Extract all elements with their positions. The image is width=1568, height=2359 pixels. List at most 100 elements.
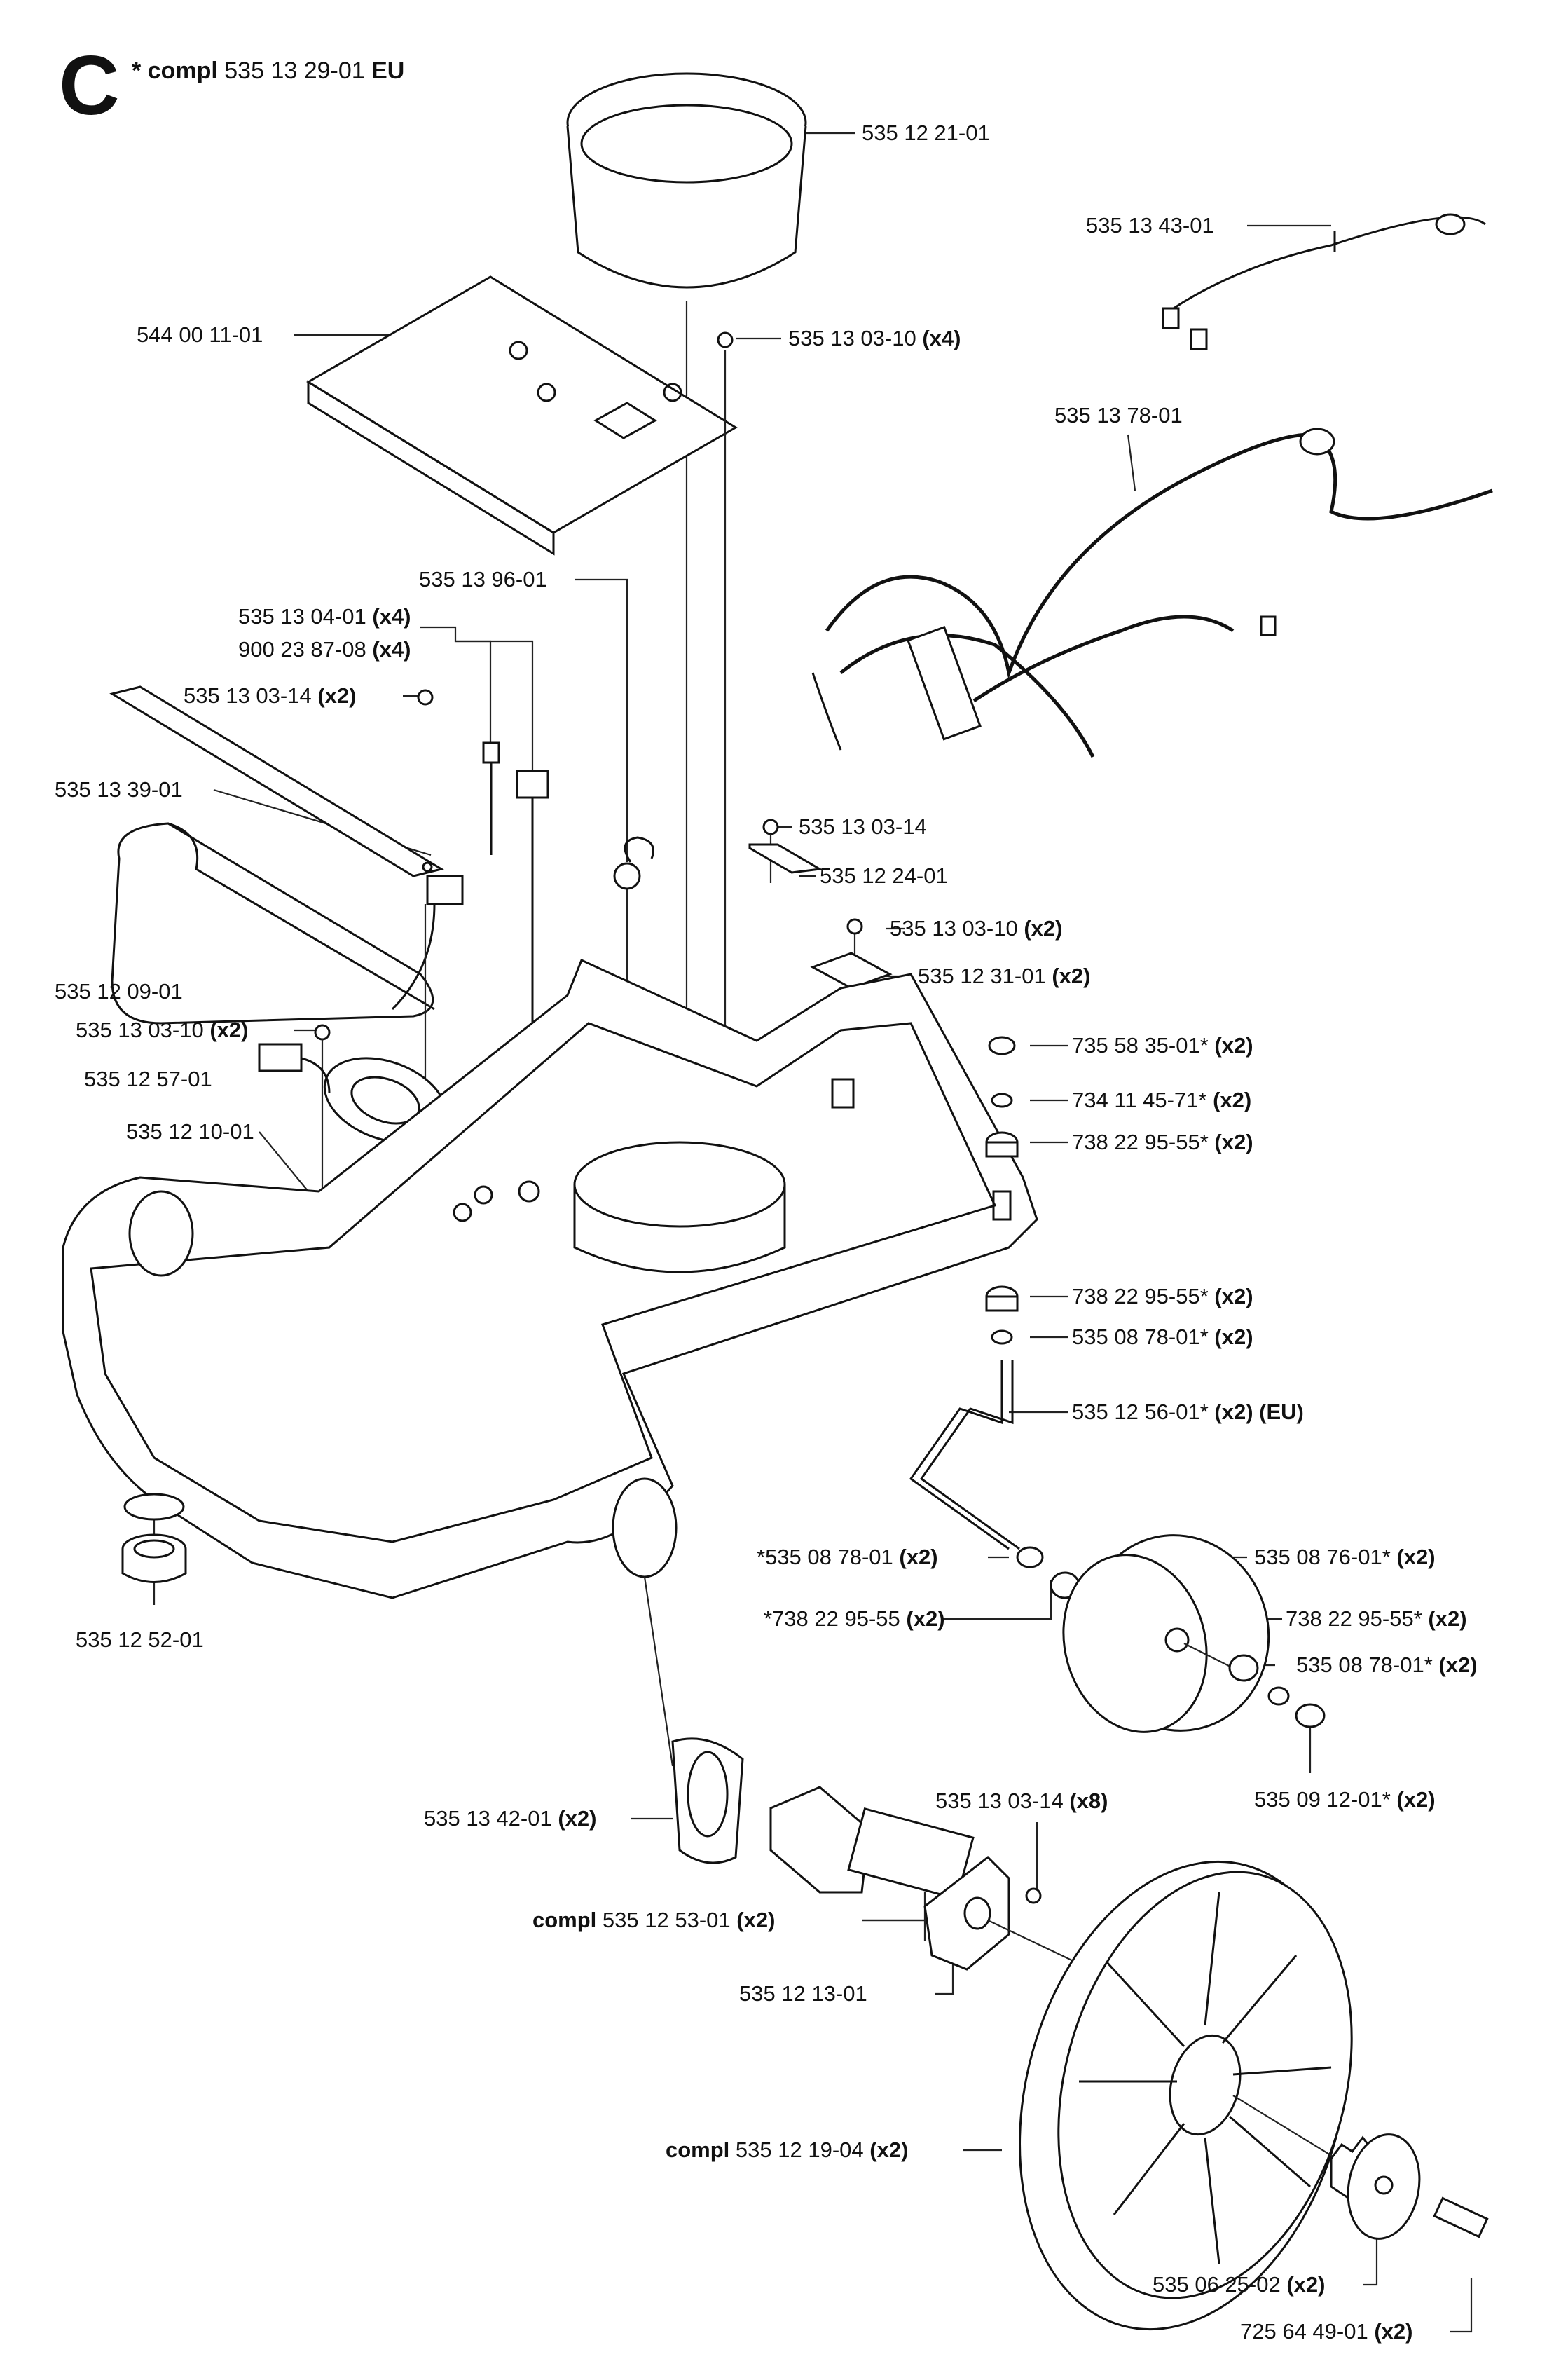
callout-c04: 535 13 03-10 (x4) [788,326,961,351]
callout-number: 535 13 03-10 [890,916,1018,941]
callout-number: 535 12 53-01 [602,1908,731,1932]
assembly-header: * compl 535 13 29-01 EU [132,57,404,85]
callout-number: 535 13 96-01 [419,567,547,592]
grommet [121,1533,187,1583]
callout-qty: (x4) [372,604,411,629]
cover-ring [566,72,807,1191]
callout-qty: (x4) [922,326,961,350]
header-number: 535 13 29-01 [224,57,365,84]
callout-c34: compl 535 12 53-01 (x2) [532,1908,775,1933]
callout-c08: 900 23 87-08 (x4) [238,637,411,662]
screws [314,331,1042,1904]
callout-number: 738 22 95-55* [1072,1130,1209,1154]
caster-wheel [1016,1534,1326,1733]
callout-c30: 535 08 78-01* (x2) [1296,1653,1478,1678]
callout-c14: 535 12 31-01 (x2) [918,964,1090,989]
callout-c05: 535 13 78-01 [1054,403,1183,428]
header-suffix: EU [371,57,405,84]
callout-c03: 544 00 11-01 [137,322,263,348]
callout-prefix: compl [532,1908,597,1932]
callout-number: 535 08 78-01* [1072,1325,1209,1349]
callout-c11: 535 13 03-14 [799,814,927,840]
callout-number: 535 13 39-01 [55,777,183,802]
callout-c24: 535 12 56-01* (x2) (EU) [1072,1400,1304,1425]
callout-number: 535 12 31-01 [918,964,1046,988]
callout-c02: 535 13 43-01 [1086,213,1214,238]
callout-number: 738 22 95-55* [1072,1284,1209,1308]
callout-number: 535 12 52-01 [76,1627,204,1652]
callout-c21: 738 22 95-55* (x2) [1072,1130,1253,1155]
callout-c29: 535 12 52-01 [76,1627,204,1653]
callout-qty: (x2) [1214,1325,1253,1349]
callout-number: 738 22 95-55* [1286,1606,1422,1631]
callout-qty: (x2) [1052,964,1091,988]
callout-number: 535 13 03-14 [799,814,927,839]
callout-number: 535 08 76-01* [1254,1545,1391,1569]
callout-qty: (x2) [1396,1787,1436,1812]
bracket [748,843,823,874]
callout-qty: (x2) [906,1606,945,1631]
callout-number: *738 22 95-55 [764,1606,900,1631]
battery-strip [109,685,444,877]
callout-number: 535 08 78-01* [1296,1653,1433,1677]
callout-number: 535 13 03-14 [184,683,312,708]
callout-number: 734 11 45-71* [1072,1088,1207,1112]
drive-motor [671,1737,1136,1991]
callout-c33: 535 13 03-14 (x8) [935,1789,1108,1814]
callout-qty: (x2) [317,683,357,708]
callout-c09: 535 13 03-14 (x2) [184,683,356,709]
callout-number: *535 08 78-01 [757,1545,893,1569]
callout-c16: 535 13 03-10 (x2) [76,1018,248,1043]
callout-c31: 535 09 12-01* (x2) [1254,1787,1436,1812]
header-prefix: * compl [132,57,218,84]
callout-c25: *535 08 78-01 (x2) [757,1545,938,1570]
callout-number: 535 12 56-01* [1072,1400,1209,1424]
callout-number: 535 13 43-01 [1086,213,1214,238]
callout-qty: (x2) [1438,1653,1478,1677]
callout-prefix: compl [666,2138,730,2162]
callout-c13: 535 13 03-10 (x2) [890,916,1062,941]
callout-qty: (x2) [1024,916,1063,941]
callout-c35: 535 12 13-01 [739,1981,867,2006]
callout-qty: (x2) [736,1908,776,1932]
callout-c06: 535 13 96-01 [419,567,547,592]
callout-c28: 738 22 95-55* (x2) [1286,1606,1467,1632]
callout-c36: compl 535 12 19-04 (x2) [666,2138,908,2163]
callout-number: 725 64 49-01 [1240,2319,1368,2344]
callout-c17: 735 58 35-01* (x2) [1072,1033,1253,1058]
callout-number: 544 00 11-01 [137,322,263,347]
callout-number: 535 12 19-04 [735,2138,864,2162]
callout-c19: 734 11 45-71* (x2) [1072,1088,1251,1113]
callout-qty: (x2) [558,1806,597,1831]
sensor-cable [1162,213,1486,350]
callout-number: 535 09 12-01* [1254,1787,1391,1812]
callout-qty: (x2) [1286,2272,1326,2297]
callout-number: 535 12 13-01 [739,1981,867,2006]
callout-number: 535 12 09-01 [55,979,183,1004]
callout-c27: *738 22 95-55 (x2) [764,1606,945,1632]
callout-c37: 535 06 25-02 (x2) [1153,2272,1325,2297]
callout-c18: 535 12 57-01 [84,1067,212,1092]
callout-c26: 535 08 76-01* (x2) [1254,1545,1436,1570]
callout-qty: (x2) [1428,1606,1467,1631]
callout-number: 900 23 87-08 [238,637,366,662]
section-letter: C [59,39,120,132]
callout-number: 535 12 57-01 [84,1067,212,1091]
callout-c23: 535 08 78-01* (x2) [1072,1325,1253,1350]
callout-number: 535 13 03-14 [935,1789,1064,1813]
callout-qty: (x2) [209,1018,249,1042]
callout-c22: 738 22 95-55* (x2) [1072,1284,1253,1309]
battery-pack [111,822,464,1507]
hub-cap [1330,2133,1489,2240]
callout-number: 735 58 35-01* [1072,1033,1209,1058]
callout-number: 535 13 04-01 [238,604,366,629]
callout-number: 535 12 10-01 [126,1119,254,1144]
callout-qty: (x2) (EU) [1214,1400,1304,1424]
drive-wheel [1019,1860,1360,2331]
callout-number: 535 12 21-01 [862,121,990,145]
front-wheel-stack [909,1036,1020,1550]
callout-number: 535 13 42-01 [424,1806,552,1831]
callout-qty: (x2) [1374,2319,1413,2344]
